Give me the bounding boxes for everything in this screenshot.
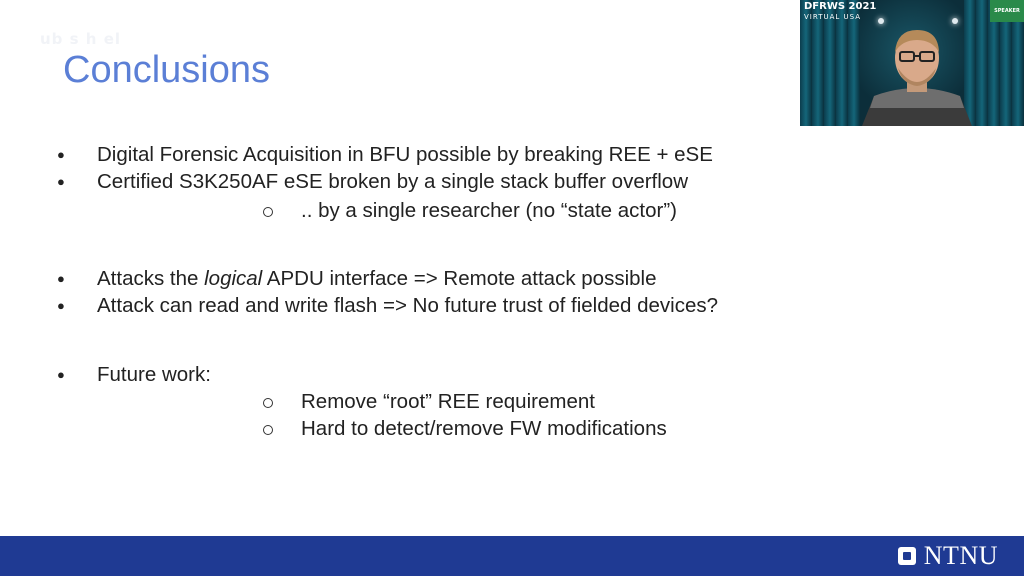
slide-title: Conclusions	[63, 49, 270, 91]
bullet-dot-icon: ●	[57, 147, 65, 162]
background-watermark: ub s h el	[40, 30, 122, 48]
bullet-dot-icon: ●	[57, 174, 65, 189]
ntnu-logo-text: NTNU	[923, 541, 998, 570]
bullet-text: Digital Forensic Acquisition in BFU poss…	[97, 143, 713, 166]
italic-fragment: logical	[204, 267, 263, 290]
speaker-video: DFRWS 2021 VIRTUAL USA SPEAKER	[800, 0, 1024, 126]
speaker-person	[862, 30, 972, 126]
speaker-badge: SPEAKER	[990, 0, 1024, 22]
spotlight-icon	[878, 18, 884, 24]
bullet-text: Certified S3K250AF eSE broken by a singl…	[97, 170, 689, 193]
sub-bullet-ring-icon	[263, 425, 273, 435]
text-fragment: APDU interface => Remote attack possible	[262, 267, 657, 290]
sub-bullet-text: Hard to detect/remove FW modifications	[301, 417, 667, 440]
event-subtitle: VIRTUAL USA	[804, 13, 862, 21]
spotlight-icon	[952, 18, 958, 24]
bullet-dot-icon: ●	[57, 367, 65, 382]
curtain-left	[800, 0, 860, 126]
event-logo: DFRWS 2021 VIRTUAL USA	[804, 2, 876, 22]
ntnu-logo-mark-icon	[897, 547, 916, 565]
sub-bullet-ring-icon	[263, 398, 273, 408]
bullet-text: Future work:	[97, 363, 211, 386]
bullet-text-logical: Attacks the logical APDU interface => Re…	[97, 266, 657, 292]
sub-bullet-text: .. by a single researcher (no “state act…	[301, 199, 677, 222]
event-name: DFRWS 2021	[804, 1, 877, 12]
bullet-dot-icon: ●	[57, 271, 65, 286]
bullet-text: Attack can read and write flash => No fu…	[97, 294, 719, 317]
text-fragment: Attacks the	[97, 267, 205, 290]
ntnu-logo: NTNU	[897, 541, 998, 570]
footer-bar: NTNU	[0, 536, 1024, 576]
sub-bullet-ring-icon	[263, 207, 273, 217]
sub-bullet-text: Remove “root” REE requirement	[301, 390, 595, 413]
bullet-dot-icon: ●	[57, 298, 65, 313]
